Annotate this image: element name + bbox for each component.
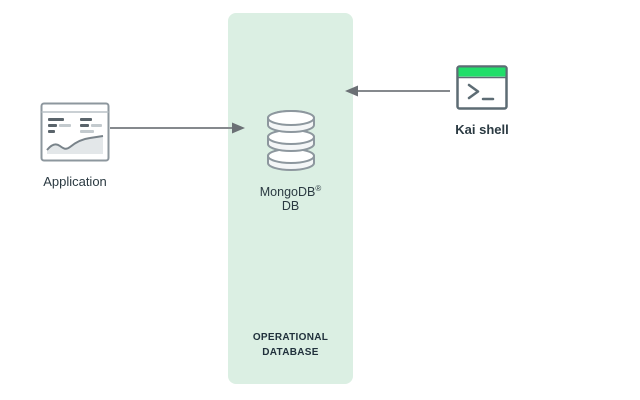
- application-node: Application: [15, 102, 135, 189]
- panel-title-line2: DATABASE: [262, 347, 319, 358]
- panel-title-line1: OPERATIONAL: [252, 332, 329, 343]
- terminal-icon: [456, 65, 508, 110]
- kai-shell-label: Kai shell: [455, 122, 509, 137]
- mongodb-label: MongoDB® DB: [228, 182, 353, 213]
- mongodb-label-line1: MongoDB®: [259, 184, 322, 200]
- mongodb-label-line2: DB: [281, 199, 300, 214]
- panel-title: OPERATIONAL DATABASE: [228, 330, 353, 360]
- application-icon: [40, 102, 110, 162]
- mongodb-node: MongoDB® DB: [228, 110, 353, 213]
- application-label: Application: [43, 174, 107, 189]
- database-icon: [266, 110, 315, 171]
- operational-database-panel: OPERATIONAL DATABASE: [228, 13, 353, 384]
- registered-trademark-symbol: ®: [315, 184, 322, 193]
- kai-shell-node: Kai shell: [432, 65, 532, 137]
